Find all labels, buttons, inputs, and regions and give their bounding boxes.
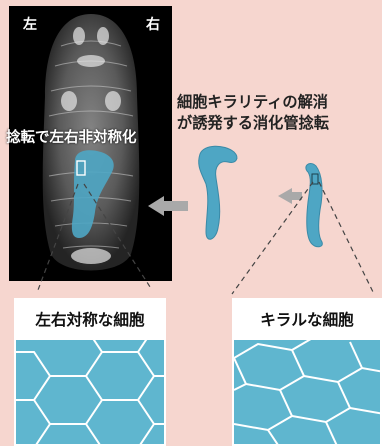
twist-caption: 捻転で左右非対称化 [6,130,137,146]
symmetric-cell-panel: 左右対称な細胞 [14,298,166,446]
title-line-2: が誘発する消化管捻転 [177,114,329,132]
title-line-1: 細胞キラリティの解消 [177,93,328,111]
symmetric-cell-label: 左右対称な細胞 [16,300,164,340]
chiral-cell-label: キラルな細胞 [234,300,380,340]
twisted-gut-icon [198,145,238,240]
diagram-title: 細胞キラリティの解消 が誘発する消化管捻転 [177,92,381,134]
microscopy-image [9,6,172,281]
symmetric-cells-illustration [16,340,164,444]
arrow-icon-2 [148,196,188,216]
arrow-icon-1 [278,188,302,204]
chiral-cells-illustration [234,340,380,444]
chiral-cell-panel: キラルな細胞 [232,298,382,446]
gut-sequence [148,145,323,248]
left-label: 左 [23,17,37,33]
embryo-illustration [42,14,140,271]
right-label: 右 [146,17,160,33]
gut-highlight [71,150,114,238]
